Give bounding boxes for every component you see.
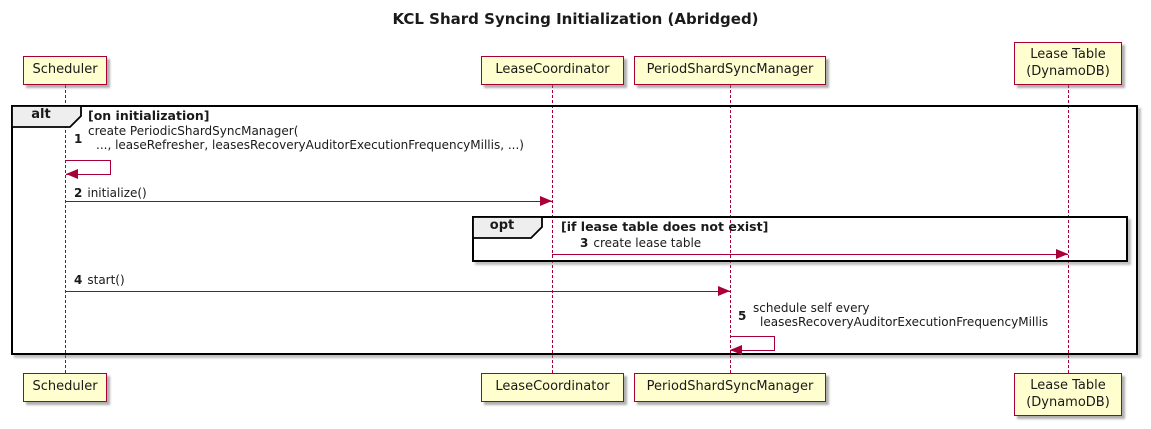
message-3-text: create lease table	[593, 236, 702, 250]
message-1-text-line2: ..., leaseRefresher, leasesRecoveryAudit…	[96, 138, 524, 152]
alt-frame-pentagon	[11, 105, 82, 128]
diagram-title: KCL Shard Syncing Initialization (Abridg…	[392, 10, 759, 28]
message-5-arrowhead	[730, 345, 742, 355]
participant-label: LeaseCoordinator	[495, 379, 610, 395]
message-2-text: initialize()	[87, 186, 147, 200]
lifeline-period-shard-sync-manager	[730, 85, 731, 373]
participant-label-line2: (DynamoDB)	[1026, 63, 1110, 79]
participant-scheduler-top: Scheduler	[23, 56, 107, 85]
message-3-arrowhead	[1056, 249, 1068, 259]
message-4-number: 4	[74, 273, 83, 287]
message-4-arrowhead	[718, 286, 730, 296]
message-3-label: 3 create lease table	[580, 236, 701, 250]
participant-label-line2: (DynamoDB)	[1026, 394, 1110, 410]
alt-frame	[11, 105, 1138, 355]
lifeline-scheduler	[65, 85, 66, 373]
message-4-label: 4 start()	[74, 273, 125, 287]
message-3-number: 3	[580, 236, 589, 250]
message-5-number: 5	[738, 309, 747, 323]
participant-label: Scheduler	[32, 62, 98, 78]
participant-lease-table-bottom: Lease Table (DynamoDB)	[1014, 373, 1122, 416]
alt-frame-condition: [on initialization]	[88, 108, 210, 123]
participant-period-shard-sync-manager-bottom: PeriodShardSyncManager	[634, 373, 826, 402]
participant-scheduler-bottom: Scheduler	[23, 373, 107, 402]
message-4-text: start()	[87, 273, 125, 287]
participant-label: Scheduler	[32, 379, 98, 395]
message-5-self-loop	[730, 336, 775, 351]
message-2-arrowhead	[540, 196, 552, 206]
message-2-number: 2	[74, 186, 83, 200]
message-2-line	[66, 201, 552, 202]
participant-label-line1: Lease Table	[1030, 377, 1106, 393]
message-2-label: 2 initialize()	[74, 186, 147, 200]
participant-label: PeriodShardSyncManager	[646, 379, 814, 395]
opt-frame	[472, 216, 1128, 262]
message-1-text-line1: create PeriodicShardSyncManager(	[88, 124, 299, 138]
message-5-text-line1: schedule self every	[753, 301, 870, 315]
participant-label: LeaseCoordinator	[495, 62, 610, 78]
opt-frame-label: opt	[489, 218, 515, 233]
message-4-line	[66, 291, 730, 292]
message-3-line	[552, 254, 1068, 255]
message-5-text-line2: leasesRecoveryAuditorExecutionFrequencyM…	[760, 315, 1049, 329]
participant-period-shard-sync-manager-top: PeriodShardSyncManager	[634, 56, 826, 85]
lifeline-lease-coordinator	[552, 85, 553, 373]
participant-lease-table-top: Lease Table (DynamoDB)	[1014, 42, 1122, 85]
message-1-arrowhead	[66, 169, 78, 179]
lifeline-lease-table	[1068, 85, 1069, 373]
alt-frame-label: alt	[31, 107, 51, 122]
participant-label-line1: Lease Table	[1030, 46, 1106, 62]
participant-lease-coordinator-bottom: LeaseCoordinator	[481, 373, 624, 402]
opt-frame-condition: [if lease table does not exist]	[561, 219, 769, 234]
message-1-self-loop	[66, 160, 111, 175]
message-1-number: 1	[74, 132, 83, 146]
opt-frame-pentagon	[472, 216, 543, 239]
participant-lease-coordinator-top: LeaseCoordinator	[481, 56, 624, 85]
participant-label: PeriodShardSyncManager	[646, 62, 814, 78]
